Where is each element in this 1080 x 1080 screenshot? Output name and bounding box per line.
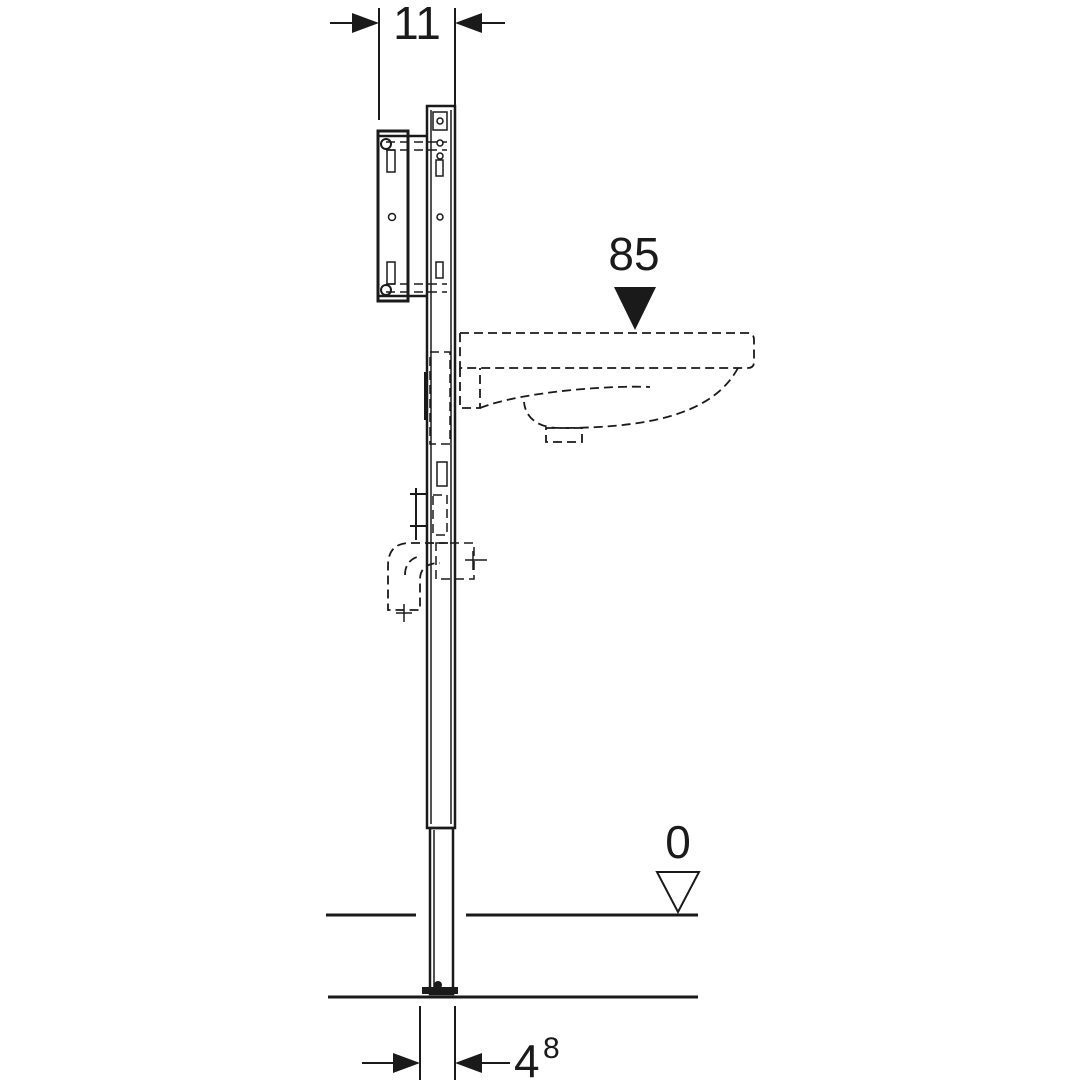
floor-level-label: 0 xyxy=(665,816,691,868)
floor-level-arrow-icon xyxy=(655,871,701,915)
basin-height-arrow-icon xyxy=(614,287,656,330)
top-arrow-right-icon xyxy=(455,13,482,33)
bottom-width-dimension: 4 8 xyxy=(362,1006,560,1080)
bracket-bolt-bottom-icon xyxy=(380,284,392,296)
top-width-dimension: 11 xyxy=(330,0,505,120)
top-width-label: 11 xyxy=(393,0,441,49)
basin-bowl xyxy=(523,367,739,429)
floor-lines xyxy=(326,913,698,999)
basin-height-marker: 85 xyxy=(608,228,660,330)
bottom-width-superscript: 8 xyxy=(543,1032,560,1065)
floor-level-marker: 0 xyxy=(655,816,701,915)
bottom-arrow-right-icon xyxy=(455,1053,482,1073)
basin-rim xyxy=(459,332,755,369)
water-connection xyxy=(436,461,448,487)
top-arrow-left-icon xyxy=(352,13,379,33)
bottom-width-label: 4 xyxy=(514,1035,540,1080)
drain-pipe xyxy=(387,542,487,622)
basin-height-label: 85 xyxy=(608,228,659,280)
frame-foot xyxy=(422,987,458,994)
bottom-arrow-left-icon xyxy=(393,1053,420,1073)
frame-upright xyxy=(422,104,458,996)
foot-screw-icon xyxy=(434,981,442,989)
bracket-plate xyxy=(376,129,410,303)
basin-drain xyxy=(545,427,583,443)
bracket-bolt-top-icon xyxy=(380,138,392,150)
washbasin-outline xyxy=(459,332,755,443)
mounting-bracket xyxy=(376,129,447,303)
upright-fittings xyxy=(410,351,451,540)
